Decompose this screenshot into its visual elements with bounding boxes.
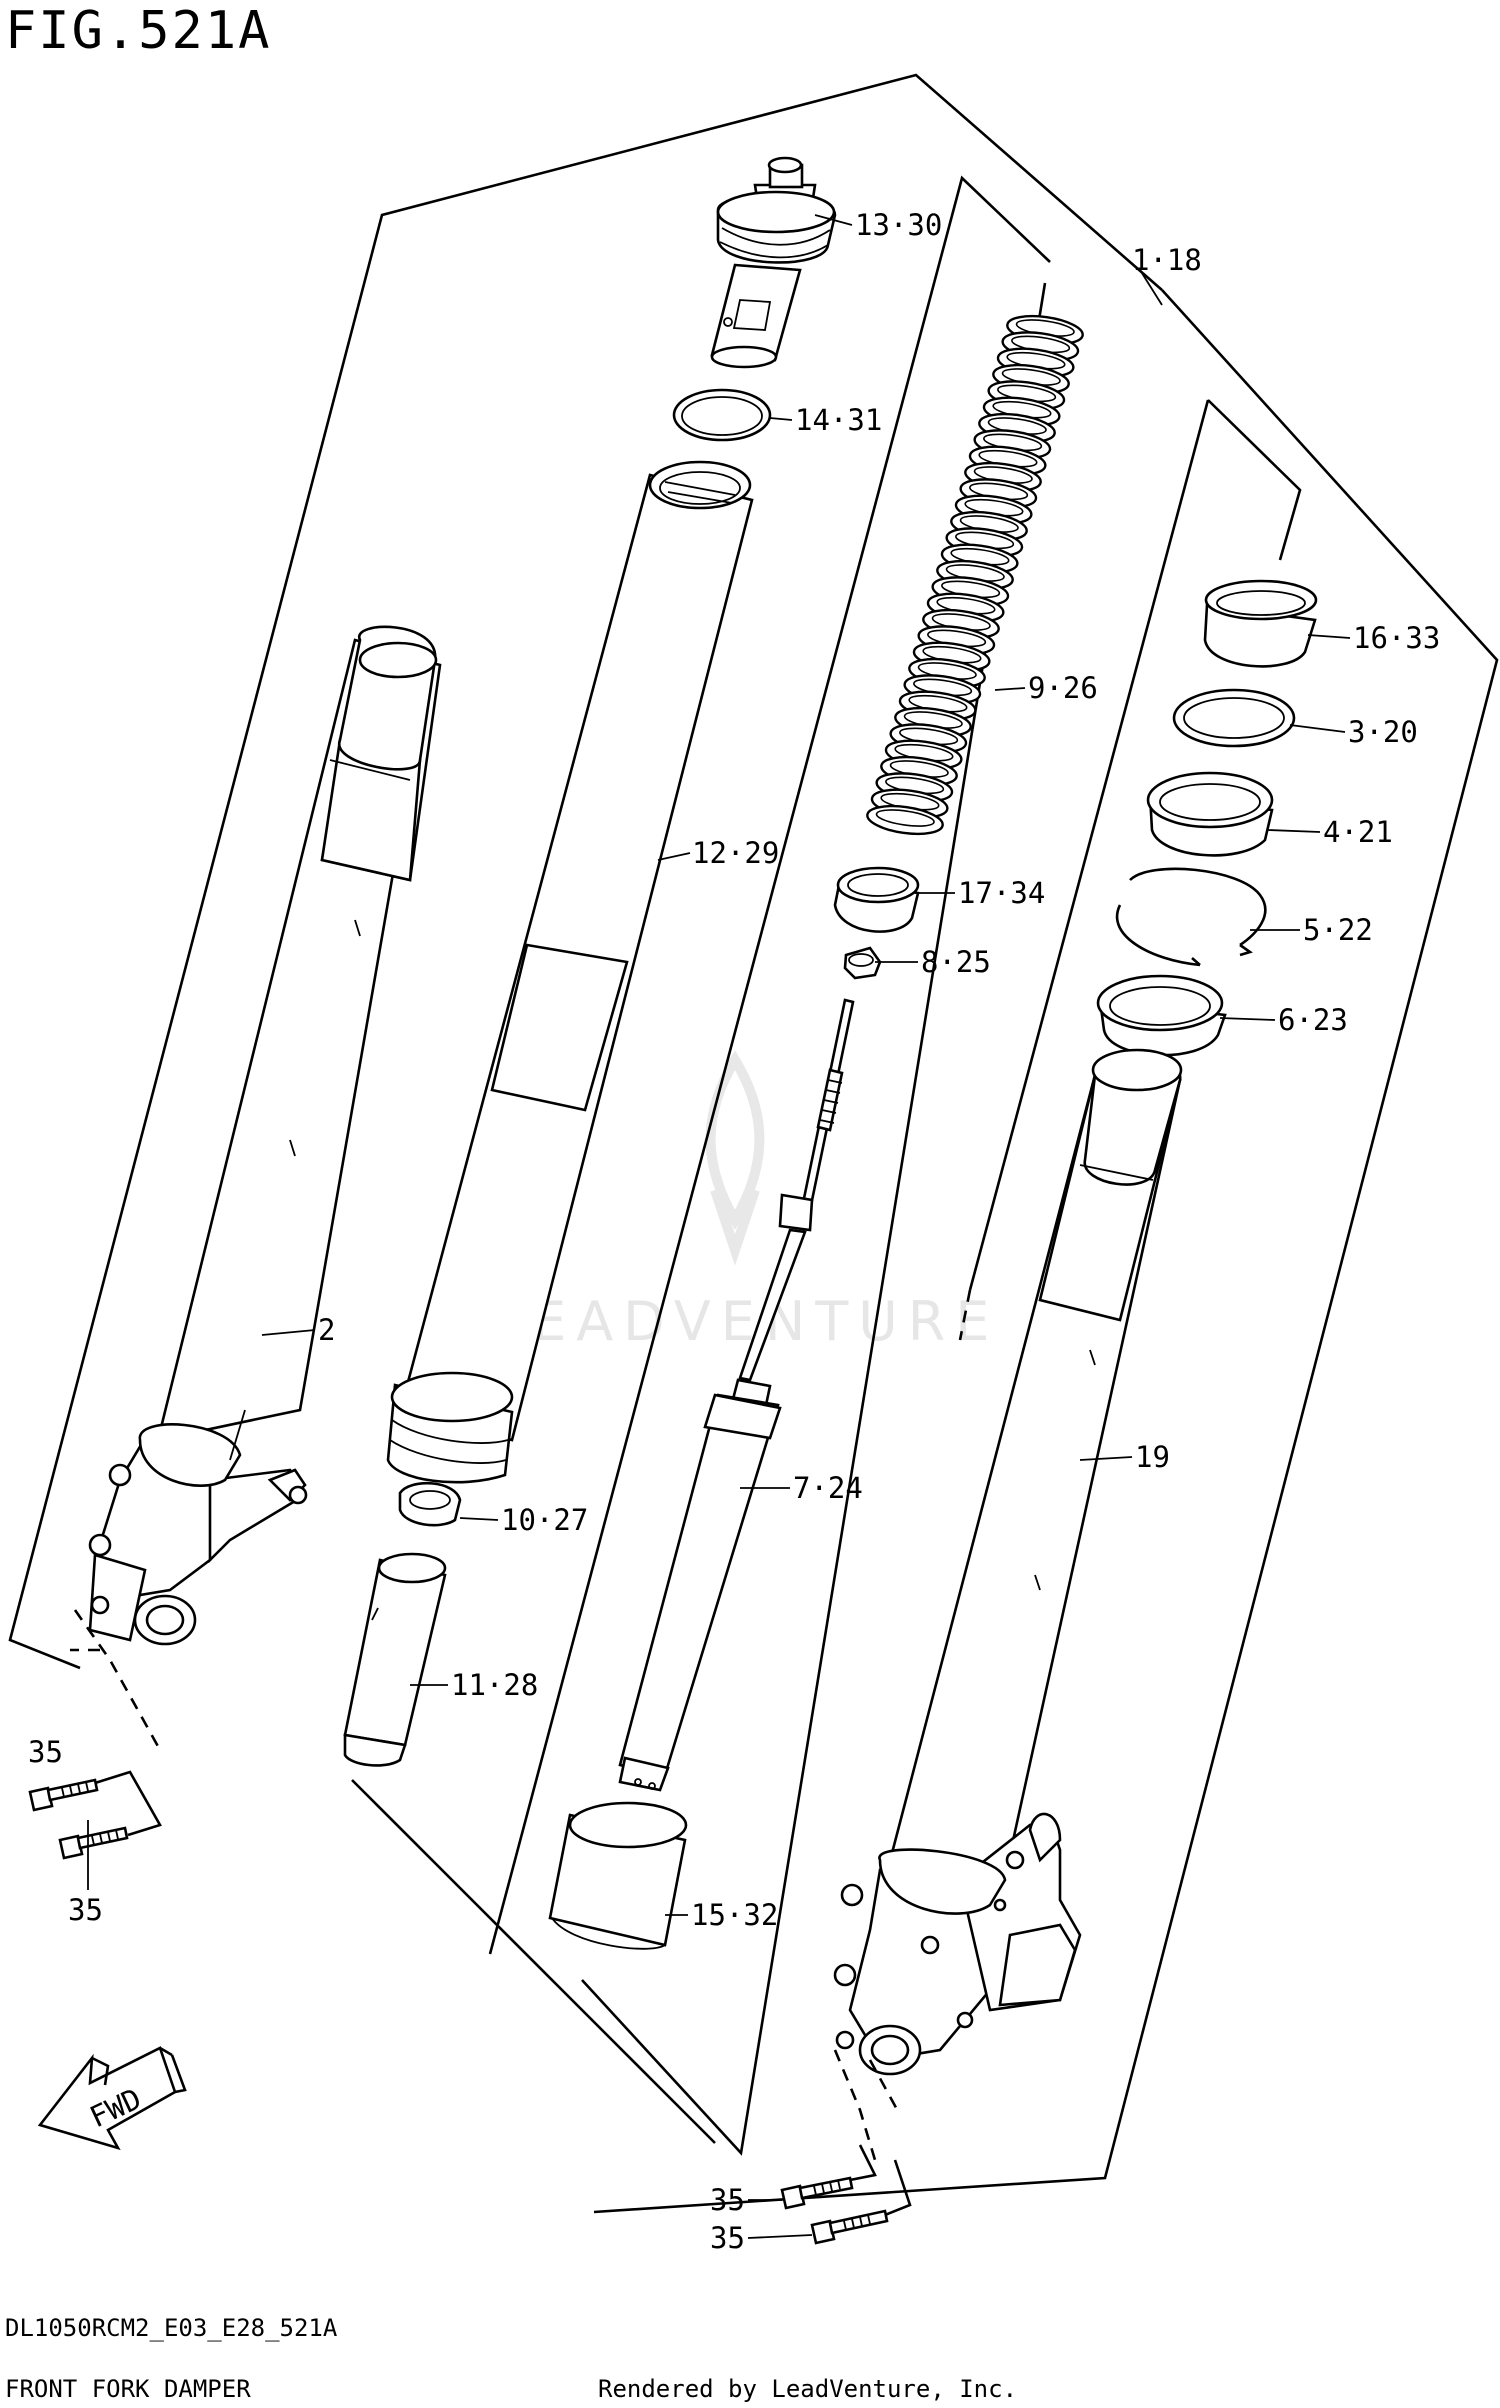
watermark-text: LEADVENTURE (492, 1290, 999, 1353)
leader-lines (87, 214, 1351, 2239)
part-10-washer (398, 1481, 462, 1527)
callout-12: 12·29 (692, 836, 779, 870)
callout-5: 5·22 (1303, 913, 1373, 947)
outline-right-inner-edge (968, 399, 1210, 1291)
part-8-nut (843, 946, 882, 980)
callout-15: 15·32 (691, 1898, 778, 1932)
outline-right-inner-dash (958, 1289, 972, 1341)
part-2-left-fork-lower (88, 625, 442, 1646)
part-35-bolt-left-lower (58, 1826, 129, 1860)
model-code: DL1050RCM2_E03_E28_521A (5, 2314, 338, 2342)
figure-title: FIG.521A (5, 1, 271, 61)
part-4-oil-seal (1146, 771, 1274, 857)
callout-4: 4·21 (1323, 815, 1393, 849)
outline-left-assembly-bottom (351, 1779, 716, 2144)
part-35-bolt-left-upper (28, 1778, 99, 1812)
part-17-spacer (833, 866, 920, 933)
callout-17: 17·34 (958, 876, 1045, 910)
leader-right-bolt-upper (849, 2144, 877, 2182)
leader-right-bolt-lower (884, 2159, 912, 2217)
watermark: LEADVENTURE (492, 1050, 999, 1353)
callout-8: 8·25 (921, 945, 991, 979)
callout-19: 19 (1135, 1440, 1170, 1474)
callout-1: 1·18 (1132, 243, 1202, 277)
callout-10: 10·27 (501, 1503, 588, 1537)
section-name: FRONT FORK DAMPER (5, 2375, 251, 2403)
callout-35-right-bottom: 35 (710, 2221, 745, 2255)
watermark-logo-icon (705, 1050, 765, 1266)
dash-right-bolt-b (868, 2059, 902, 2116)
callout-9: 9·26 (1028, 671, 1098, 705)
part-3-washer (1172, 688, 1296, 748)
part-15-collar (548, 1801, 688, 1950)
part-6-dust-seal (1096, 974, 1227, 1057)
leader-left-bolts (94, 1770, 162, 1837)
part-5-stopper-ring (1115, 867, 1267, 967)
spring-coil-inner (875, 809, 935, 827)
callout-7: 7·24 (793, 1471, 863, 1505)
rendered-by: Rendered by LeadVenture, Inc. (598, 2375, 1017, 2403)
callout-14: 14·31 (795, 403, 882, 437)
outline-left-assembly (8, 73, 1163, 1670)
callout-35-left-top: 35 (28, 1735, 63, 1769)
callout-35-right-top: 35 (710, 2183, 745, 2217)
part-12-outer-tube (386, 460, 754, 1484)
part-19-right-fork-lower (833, 1048, 1183, 2076)
dash-left-bolt-a (73, 1609, 162, 1751)
part-11-guide-sleeve (343, 1552, 447, 1767)
outline-right-assembly (593, 289, 1499, 2214)
part-7-damper-cartridge (618, 998, 855, 1792)
callout-3: 3·20 (1348, 715, 1418, 749)
callout-16: 16·33 (1353, 621, 1440, 655)
part-14-o-ring (672, 388, 772, 442)
outline-damper-cartridge (488, 175, 1051, 1955)
spring-coil (866, 804, 944, 836)
part-16-bush (1203, 579, 1318, 668)
callout-labels: 13·30 1·18 14·31 16·33 9·26 3·20 4·21 12… (28, 208, 1440, 2255)
callout-35-left-bottom: 35 (68, 1893, 103, 1927)
callout-2: 2 (318, 1313, 335, 1347)
outline-damper-cartridge-bottom (581, 282, 1047, 2156)
outline-right-inner (1207, 399, 1302, 561)
callout-6: 6·23 (1278, 1003, 1348, 1037)
part-13-cap-bolt (710, 156, 837, 369)
callout-11: 11·28 (451, 1668, 538, 1702)
part-35-bolt-right-upper (780, 2176, 854, 2210)
callout-13: 13·30 (855, 208, 942, 242)
part-35-bolt-right-lower (810, 2209, 889, 2245)
fwd-arrow-icon: FWD (37, 2046, 187, 2151)
part-9-spring (866, 314, 1084, 836)
dash-right-bolt-a (833, 2049, 877, 2161)
